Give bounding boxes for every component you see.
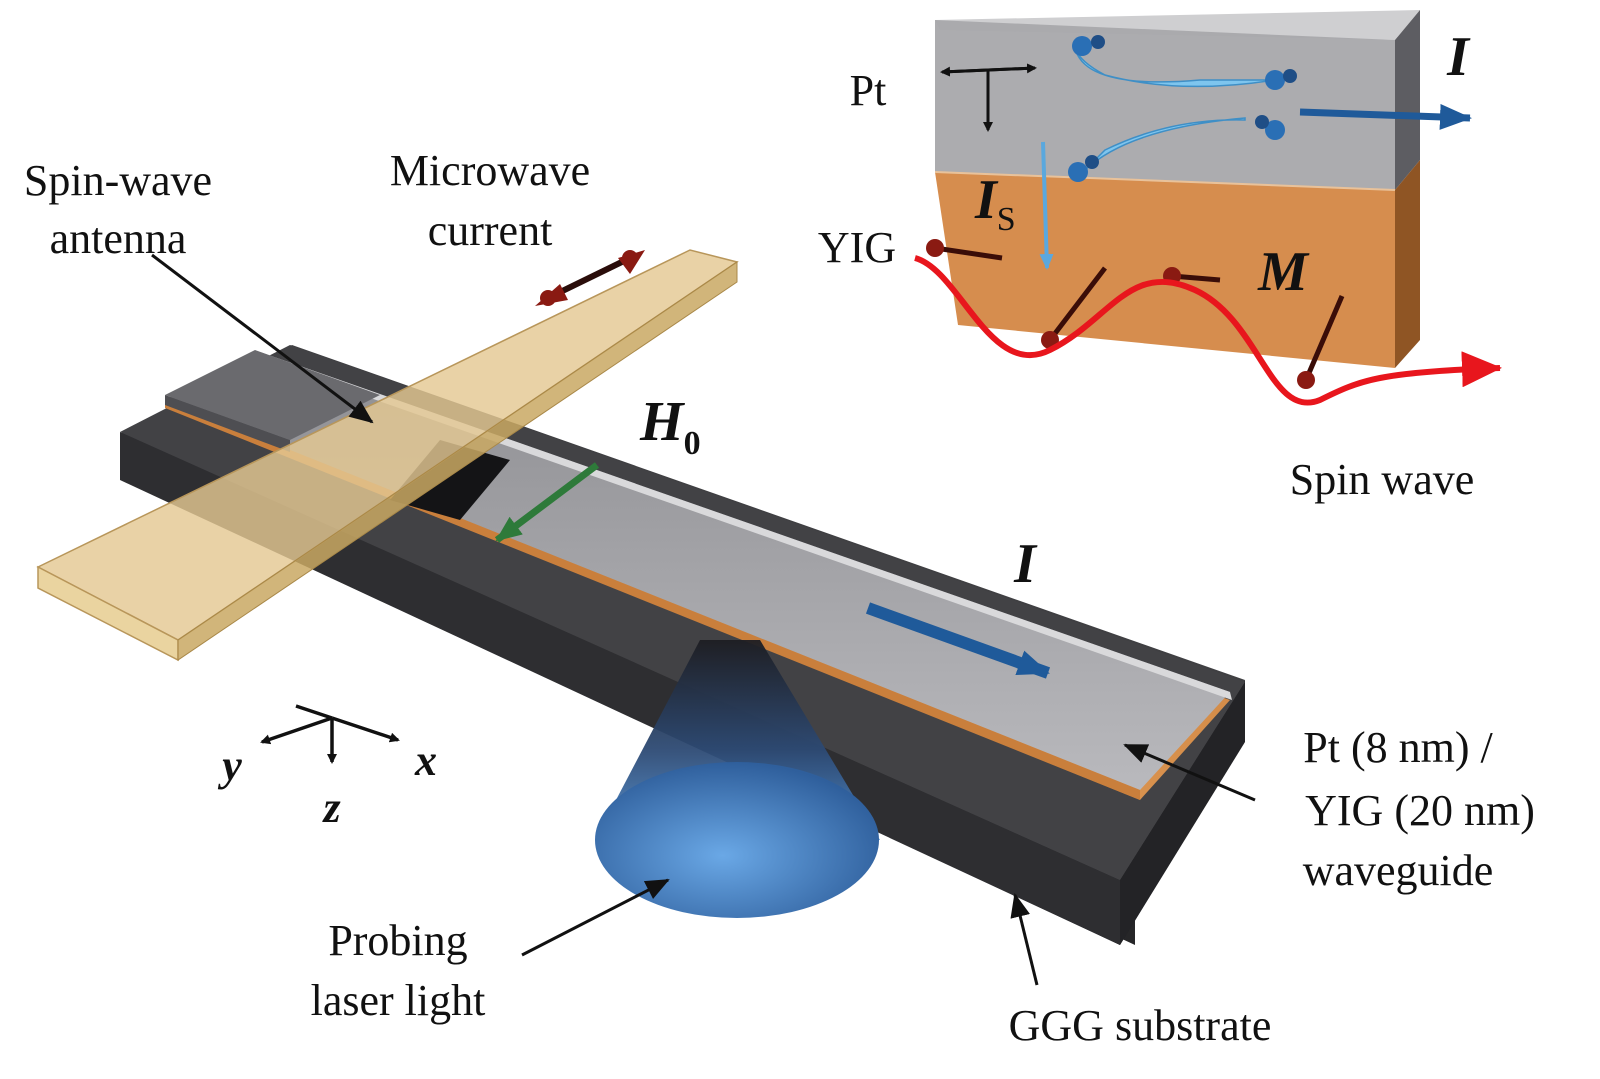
spin-wave-antenna-label-line2: antenna [50, 214, 187, 263]
field-h0-label: H0 [639, 391, 701, 462]
waveguide-label-line3: waveguide [1303, 846, 1494, 895]
axis-z-label: z [321, 783, 340, 832]
waveguide-label-line1: Pt (8 nm) / [1303, 723, 1493, 772]
pointer-waveguide [1123, 743, 1256, 802]
substrate-label: GGG substrate [1009, 1001, 1272, 1050]
spin-wave-antenna-label-line1: Spin-wave [24, 156, 212, 205]
spin-current-label: IS [974, 169, 1016, 238]
waveguide-label-line2: YIG (20 nm) [1305, 786, 1535, 835]
charge-current-arrow [865, 602, 1051, 679]
yig-layer-label: YIG [818, 223, 896, 272]
field-h0-arrow [494, 462, 600, 543]
microwave-current-label-line2: current [428, 206, 553, 255]
main-current-label: I [1013, 533, 1038, 595]
spin-wave-antenna-strip [36, 249, 739, 662]
inset-current-label: I [1446, 26, 1471, 88]
antenna-shadow [390, 440, 510, 520]
microwave-current-label-line1: Microwave [390, 146, 590, 195]
pointer-antenna [151, 253, 374, 424]
spin-wave-label: Spin wave [1290, 455, 1475, 504]
waveguide-end-pad [165, 350, 380, 452]
laser-label-line2: laser light [311, 976, 486, 1025]
laser-label-line1: Probing [328, 916, 467, 965]
axis-y-label: y [217, 741, 242, 790]
axis-x-label: x [414, 736, 437, 785]
pointer-substrate [1010, 893, 1039, 986]
pointer-laser [521, 878, 670, 957]
microwave-current-arrow [535, 250, 645, 306]
probing-laser-cone [595, 640, 880, 918]
pt-yig-inset [914, 10, 1502, 406]
pt-layer-label: Pt [850, 66, 887, 115]
magnetization-label: M [1257, 241, 1310, 303]
coordinate-axes [260, 704, 400, 764]
